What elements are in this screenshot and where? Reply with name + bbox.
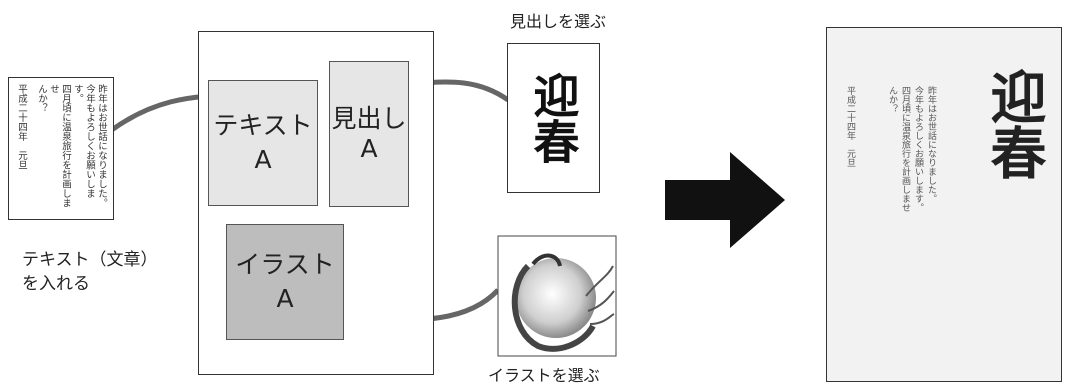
dragon-illustration <box>497 235 617 357</box>
label-select-heading: 見出しを選ぶ <box>510 12 607 31</box>
letter-date: 平成二十四年 元旦 <box>16 84 27 170</box>
text-slot: テキスト A <box>208 80 318 206</box>
heading-slot: 見出し A <box>329 61 409 207</box>
result-letter-line-2: 今年もよろしくお願いします。 <box>913 86 923 212</box>
result-letter-date: 平成二十四年 元旦 <box>845 86 855 167</box>
heading-art-box: 迎春 <box>507 43 600 193</box>
result-heading-art: 迎春 <box>981 68 1047 180</box>
letter-line-3: 四月頃に温泉旅行を計画しませ <box>48 84 71 208</box>
result-letter-line-1: 昨年はお世話になりました。 <box>926 86 936 203</box>
result-arrow <box>665 152 785 248</box>
letter-line-2: 今年もよろしくお願いします。 <box>72 84 95 198</box>
letter-body: 昨年はお世話になりました。 今年もよろしくお願いします。 四月頃に温泉旅行を計画… <box>35 84 107 214</box>
result-letter-line-3: 四月頃に温泉旅行を計画しませ <box>900 86 910 212</box>
template-page: テキスト A 見出し A イラスト A <box>198 31 434 375</box>
result-card: 迎春 昨年はお世話になりました。 今年もよろしくお願いします。 四月頃に温泉旅行… <box>826 27 1062 382</box>
label-select-illust: イラストを選ぶ <box>488 366 600 385</box>
letter-line-1: 昨年はお世話になりました。 <box>96 84 107 208</box>
source-letter: 昨年はお世話になりました。 今年もよろしくお願いします。 四月頃に温泉旅行を計画… <box>8 77 114 220</box>
letter-line-4: んか？ <box>36 84 47 113</box>
heading-art: 迎春 <box>526 72 581 164</box>
illust-slot: イラスト A <box>226 224 344 340</box>
result-letter-body: 昨年はお世話になりました。 今年もよろしくお願いします。 四月頃に温泉旅行を計画… <box>885 86 937 261</box>
label-insert-text: テキスト（文章） を入れる <box>22 250 158 294</box>
result-letter-line-4: んか？ <box>887 86 897 113</box>
